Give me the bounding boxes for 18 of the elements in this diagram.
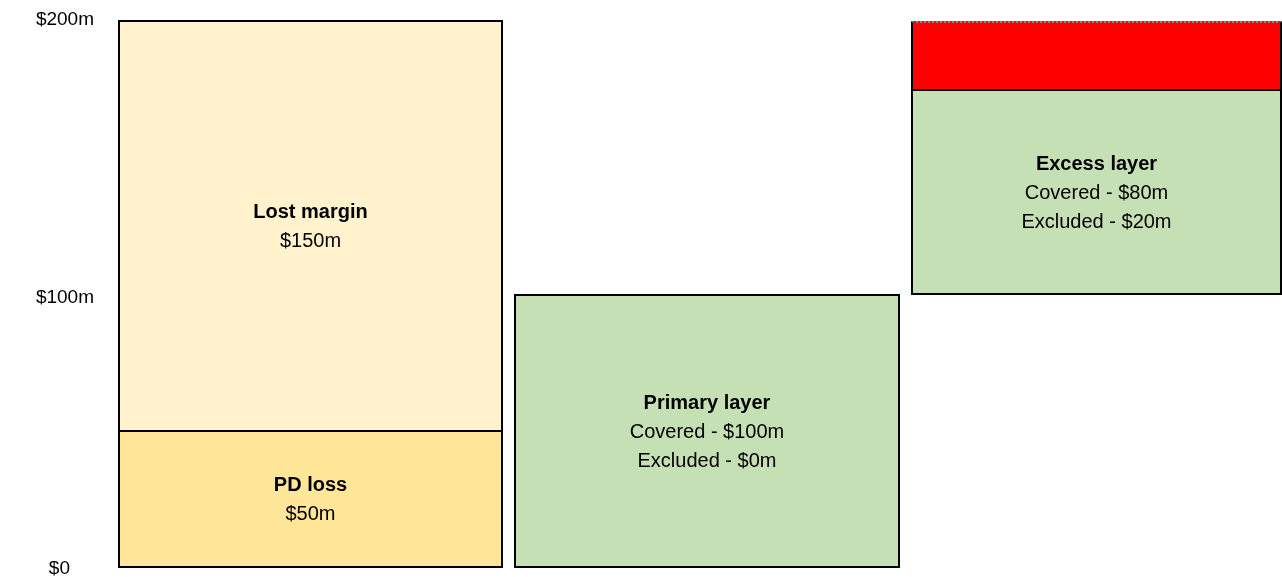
- cost-block: [118, 430, 503, 568]
- cost-block: [911, 89, 1282, 295]
- block-heading: Lost margin: [253, 199, 368, 224]
- empty-block: [911, 21, 1282, 91]
- cost-block: [514, 294, 900, 568]
- axis-label: $100m: [34, 286, 94, 308]
- block-heading: Excess layer: [1035, 150, 1158, 176]
- block-value: Excluded - $20m: [1021, 208, 1172, 234]
- cost-block: [118, 20, 503, 432]
- axis-label: $0: [47, 557, 70, 577]
- block-heading: Primary layer: [643, 389, 771, 415]
- block-value: $50m: [285, 501, 336, 526]
- block-value: Covered - $100m: [629, 418, 785, 444]
- block-value: Covered - $80m: [1024, 179, 1169, 205]
- block-value: $150m: [279, 228, 342, 253]
- block-value: Excluded - $0m: [637, 447, 777, 473]
- block-heading: PD loss: [273, 472, 348, 497]
- axis-label: $200m: [34, 8, 94, 30]
